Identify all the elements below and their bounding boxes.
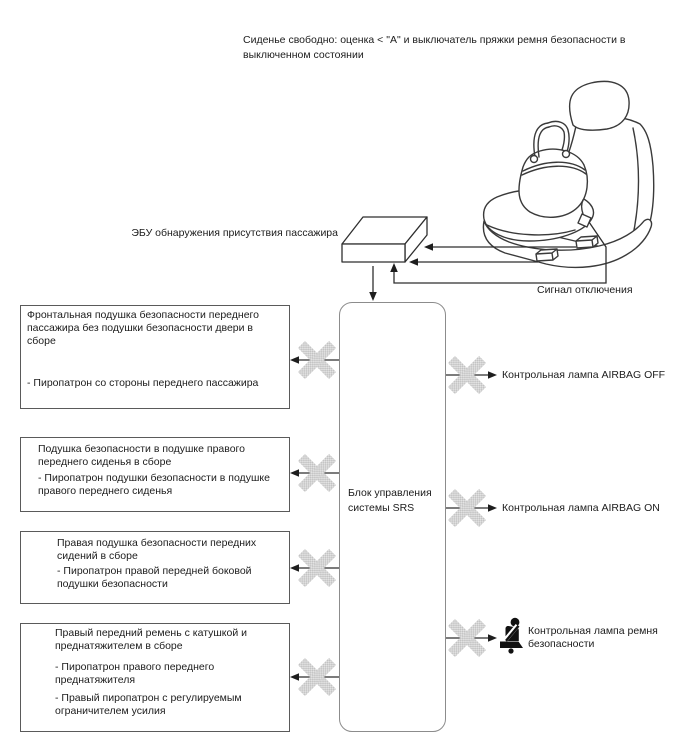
srs-control-unit-block: Блок управления системы SRS [339, 302, 446, 732]
handbag-illustration [518, 148, 589, 218]
component-item: - Пиропатрон подушки безопасности в поду… [38, 472, 270, 497]
component-title: Фронтальная подушка безопасности передне… [27, 309, 259, 347]
component-item: - Пиропатрон правого переднего преднатяж… [55, 661, 215, 686]
ecu-box-illustration [341, 216, 428, 263]
disabled-connection-xmark [297, 657, 337, 697]
component-title: Правый передний ремень с катушкой и пред… [55, 627, 248, 652]
component-item: - Правый пиропатрон с регулируемым огран… [55, 692, 242, 717]
component-box-belt-pretensioner: Правый передний ремень с катушкой и пред… [20, 623, 290, 732]
disabled-connection-xmark [297, 548, 337, 588]
component-box-front-passenger-airbag: Фронтальная подушка безопасности передне… [20, 305, 290, 409]
component-box-side-airbag: Правая подушка безопасности передних сид… [20, 531, 290, 604]
ecu-label: ЭБУ обнаружения присутствия пассажира [131, 227, 338, 239]
component-item: - Пиропатрон правой передней боковой под… [57, 565, 252, 590]
disabled-connection-xmark [297, 453, 337, 493]
seatbelt-warning-icon [498, 617, 524, 655]
condition-note: Сиденье свободно: оценка < "А" и выключа… [243, 34, 626, 61]
seatbelt-buckle-illustration [577, 213, 592, 228]
disabled-connection-xmark [297, 340, 337, 380]
disable-signal-line [393, 221, 607, 284]
disabled-connection-xmark [447, 355, 487, 395]
seatbelt-lamp-label: Контрольная лампа ремня безопасности [528, 625, 658, 650]
srs-control-unit-label: Блок управления системы SRS [348, 487, 432, 514]
disabled-connection-xmark [447, 618, 487, 658]
component-item: - Пиропатрон со стороны переднего пассаж… [27, 377, 259, 389]
component-box-seat-cushion-airbag: Подушка безопасности в подушке правого п… [20, 437, 290, 512]
disable-signal-label: Сигнал отключения [537, 284, 633, 296]
airbag-on-lamp-label: Контрольная лампа AIRBAG ON [502, 502, 660, 514]
seat-illustration [482, 80, 655, 269]
connection-lines [298, 221, 607, 678]
disabled-connection-xmark [447, 488, 487, 528]
component-title: Правая подушка безопасности передних сид… [57, 537, 257, 562]
arrowheads [290, 243, 497, 681]
airbag-off-lamp-label: Контрольная лампа AIRBAG OFF [502, 369, 666, 381]
component-title: Подушка безопасности в подушке правого п… [38, 443, 245, 468]
